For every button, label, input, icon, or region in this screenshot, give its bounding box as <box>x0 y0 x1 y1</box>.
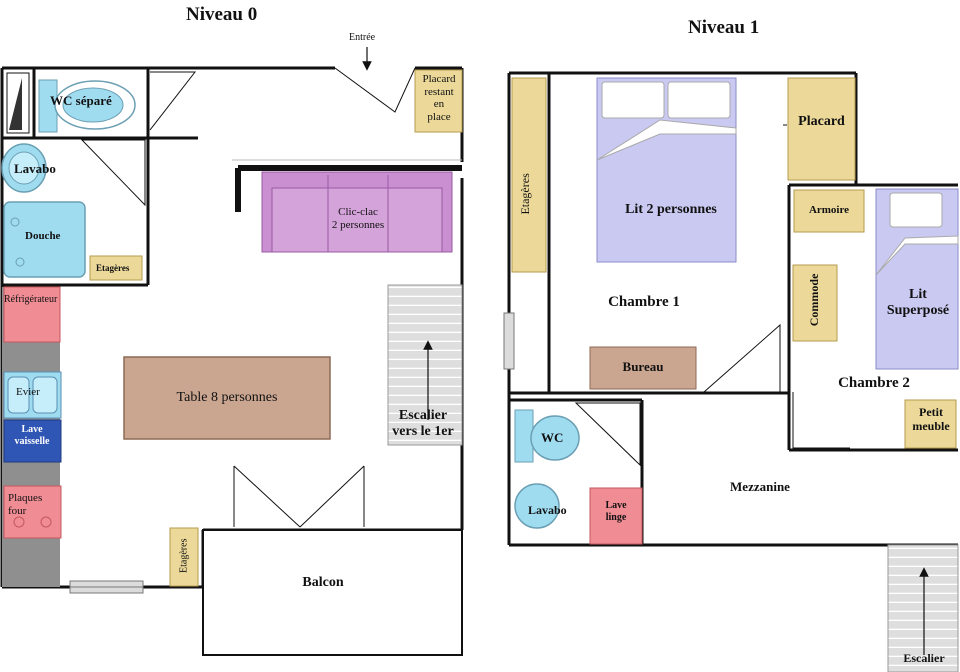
sofa-label: Clic-clac 2 personnes <box>331 206 385 231</box>
first-stairs <box>887 544 959 672</box>
table-label: Table 8 personnes <box>176 390 278 405</box>
wc-icon <box>38 79 136 133</box>
desk <box>589 346 697 390</box>
window-icon <box>503 312 515 370</box>
shower-label: Douche <box>25 230 61 242</box>
first-shelves-label: Etagères <box>518 173 533 215</box>
fridge-label: Réfrigérateur <box>4 294 58 305</box>
sink-icon <box>3 371 62 419</box>
double-bed-label: Lit 2 personnes <box>625 202 717 217</box>
first-stairs-label: Escalier <box>903 651 945 665</box>
first-floor-title: Niveau 1 <box>688 17 760 38</box>
bedroom1-label: Chambre 1 <box>608 294 680 310</box>
ground-floor <box>0 47 464 656</box>
sofa <box>261 171 453 253</box>
ground-cupboard-label: Placard restant en place <box>422 73 456 123</box>
balcony-label: Balcon <box>302 575 344 590</box>
first-wc-label: WC <box>541 430 564 445</box>
shower-tray <box>3 201 86 278</box>
mezzanine-label: Mezzanine <box>730 479 790 494</box>
chest-label: Commode <box>807 273 822 327</box>
bath-shelves-label: Etagères <box>96 263 130 273</box>
first-floor <box>503 71 959 672</box>
ground-stairs <box>387 284 463 446</box>
living-shelves-label: Etagères <box>178 538 190 573</box>
desk-label: Bureau <box>622 359 664 374</box>
double-bed <box>596 77 737 263</box>
washing-machine-label: Lave linge <box>605 500 627 523</box>
washbasin-label: Lavabo <box>14 161 56 176</box>
first-washbasin-label: Lavabo <box>528 503 567 517</box>
wardrobe <box>793 189 865 233</box>
dining-table <box>123 356 331 440</box>
first-cupboard-label: Placard <box>798 114 845 129</box>
dishwasher <box>3 419 62 463</box>
ground-floor-title: Niveau 0 <box>186 4 258 25</box>
small-furniture <box>904 399 957 449</box>
wardrobe-label: Armoire <box>808 204 850 216</box>
dishwasher-label: Lave vaisselle <box>14 424 50 447</box>
first-floor-walls <box>507 71 958 547</box>
bunk-bed <box>875 188 959 370</box>
bath-shelves <box>89 255 143 281</box>
bedroom2-label: Chambre 2 <box>838 375 910 391</box>
washbasin-icon <box>1 143 47 193</box>
wc-label: WC séparé <box>50 93 112 108</box>
living-partition <box>235 165 462 212</box>
first-shelves <box>511 77 547 273</box>
small-furniture-label: Petit meuble <box>912 405 950 433</box>
ground-cupboard <box>414 69 463 133</box>
wc-icon <box>514 409 580 463</box>
fridge <box>3 286 61 343</box>
door-swing-icon <box>80 67 416 528</box>
hob-label: Plaques four <box>8 492 43 517</box>
ground-stairs-label: Escalier vers le 1er <box>392 408 454 440</box>
entrance-label: Entrée <box>349 32 376 43</box>
hob-icon <box>3 485 62 539</box>
washing-machine <box>589 487 643 545</box>
living-shelves <box>169 527 199 587</box>
balcony <box>202 529 463 656</box>
washbasin-icon <box>514 483 560 529</box>
first-cupboard <box>787 77 856 181</box>
sink-label: Evier <box>16 386 40 398</box>
chest-of-drawers <box>792 264 838 342</box>
bunk-bed-label: Lit Superposé <box>886 287 950 319</box>
door-swing-icon <box>574 323 850 467</box>
